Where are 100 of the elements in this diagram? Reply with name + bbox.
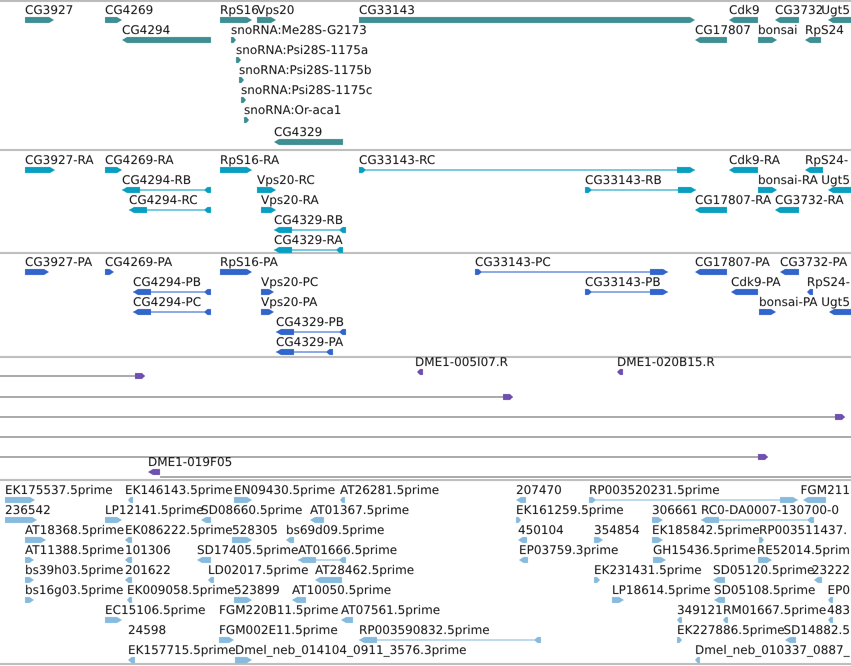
est-label: Dmel_neb_014104_0911_3576.3prime xyxy=(235,644,467,657)
est-label: 450104 xyxy=(518,524,564,537)
est-label: EP03759.3prime xyxy=(519,544,618,557)
est-label: FGM002E11.5prime xyxy=(219,624,338,637)
gene-label: CG3927 xyxy=(25,4,74,17)
transcript-label: CG4269-RA xyxy=(105,154,174,167)
est-label: AT11388.5prime xyxy=(25,544,124,557)
est-label: FGM211 xyxy=(800,484,850,497)
protein-label: CG3732-PA xyxy=(780,256,848,269)
protein-label: CG4269-PA xyxy=(105,256,172,269)
clone-label: DME1-005I07.R xyxy=(415,356,508,369)
est-label: 354854 xyxy=(594,524,640,537)
est-label: 236542 xyxy=(5,504,51,517)
protein-label: CG4329-PB xyxy=(276,316,344,329)
est-label: 523899 xyxy=(234,584,280,597)
protein-label: bonsai-PA xyxy=(759,296,818,309)
est-label: AT18368.5prime xyxy=(25,524,124,537)
protein-label: CG4294-PC xyxy=(133,296,202,309)
est-label: SD08660.5prime xyxy=(201,504,302,517)
protein-label: Vps20-PC xyxy=(261,276,318,289)
transcript-label: CG3732-RA xyxy=(775,194,844,207)
est-label: EK231431.5prime xyxy=(594,564,702,577)
est-label: AT01666.5prime xyxy=(298,544,398,557)
est-label: LP18614.5prime xyxy=(612,584,711,597)
est-label: EC15106.5prime xyxy=(105,604,206,617)
est-label: EK227886.5prime xyxy=(677,624,785,637)
est-label: AT07561.5prime xyxy=(341,604,440,617)
transcript-label: CG3927-RA xyxy=(25,154,94,167)
gene-label: snoRNA:Psi28S-1175a xyxy=(236,44,368,57)
transcript-label: CG4294-RC xyxy=(129,194,198,207)
transcript-label: CG33143-RB xyxy=(585,174,662,187)
protein-label: CG4329-PA xyxy=(276,336,344,349)
est-label: 528305 xyxy=(232,524,278,537)
transcript-label: Vps20-RC xyxy=(257,174,315,187)
gene-label: snoRNA:Psi28S-1175c xyxy=(241,84,373,97)
est-label: SD05108.5prime xyxy=(714,584,816,597)
est-label: AT10050.5prime xyxy=(292,584,392,597)
protein-label: RpS24- xyxy=(806,276,850,289)
est-label: FGM220B11.5prime xyxy=(219,604,338,617)
est-label: EK146143.5prime xyxy=(125,484,233,497)
est-label: AT28462.5prime xyxy=(315,564,414,577)
protein-label: Ugt5 xyxy=(821,296,850,309)
est-label: EK086222.5prime xyxy=(125,524,233,537)
protein-label: CG33143-PC xyxy=(475,256,551,269)
gene-label: snoRNA:Or-aca1 xyxy=(244,104,342,117)
clone-label: DME1-020B15.R xyxy=(617,356,715,369)
est-label: EP0 xyxy=(828,584,850,597)
transcript-label: Vps20-RA xyxy=(261,194,319,207)
gene-label: CG33143 xyxy=(359,4,415,17)
protein-label: CG17807-PA xyxy=(695,256,770,269)
protein-label: Cdk9-PA xyxy=(731,276,781,289)
est-label: bs39h03.5prime xyxy=(25,564,124,577)
transcript-label: CG33143-RC xyxy=(359,154,436,167)
gene-label: CG17807 xyxy=(695,24,751,37)
transcript-label: CG17807-RA xyxy=(695,194,772,207)
gene-label: CG4269 xyxy=(105,4,154,17)
est-label: 349121 xyxy=(677,604,723,617)
est-label: SD17405.5prime xyxy=(197,544,298,557)
est-label: bs16g03.5prime xyxy=(25,584,124,597)
est-label: LP12141.5prime xyxy=(105,504,204,517)
gene-label: CG4294 xyxy=(122,24,170,37)
protein-label: CG3927-PA xyxy=(25,256,92,269)
protein-label: CG33143-PB xyxy=(585,276,661,289)
est-label: 23222 xyxy=(812,564,850,577)
est-label: SD14882.5 xyxy=(784,624,850,637)
est-label: EK157715.5prime xyxy=(128,644,236,657)
est-label: EN09430.5prime xyxy=(234,484,336,497)
est-label: AT01367.5prime xyxy=(310,504,410,517)
est-label: EK161259.5prime xyxy=(516,504,624,517)
est-label: LD02017.5prime xyxy=(208,564,309,577)
protein-label: CG4294-PB xyxy=(133,276,202,289)
gene-label: Cdk9 xyxy=(729,4,760,17)
est-label: RC0-DA0007-130700-0 xyxy=(701,504,839,517)
protein-label: Vps20-PA xyxy=(261,296,318,309)
est-label: AT26281.5prime xyxy=(340,484,440,497)
transcript-label: Ugt5 xyxy=(821,174,850,187)
est-label: EK185842.5prime xyxy=(652,524,760,537)
gene-label: RpS24 xyxy=(805,24,844,37)
est-label: 483 xyxy=(827,604,850,617)
est-label: EK009058.5prime xyxy=(127,584,235,597)
transcript-label: RpS16-RA xyxy=(220,154,280,167)
transcript-label: CG4294-RB xyxy=(122,174,192,187)
transcript-label: CG4329-RB xyxy=(274,214,344,227)
est-label: 207470 xyxy=(516,484,562,497)
est-label: 306661 xyxy=(652,504,698,517)
est-label: 101306 xyxy=(125,544,171,557)
gene-label: RpS16 xyxy=(220,4,259,17)
transcript-label: RpS24- xyxy=(805,154,848,167)
transcript-label: Cdk9-RA xyxy=(729,154,780,167)
gene-label: CG3732 xyxy=(775,4,824,17)
est-label: bs69d09.5prime xyxy=(286,524,384,537)
transcript-label: CG4329-RA xyxy=(274,234,343,247)
clone-label: DME1-019F05 xyxy=(148,456,232,469)
gene-label: Vps20 xyxy=(257,4,294,17)
gene-label: bonsai xyxy=(758,24,798,37)
transcript-label: bonsai-RA xyxy=(758,174,818,187)
est-label: EK175537.5prime xyxy=(5,484,113,497)
est-label: GH15436.5prime xyxy=(653,544,756,557)
est-label: RP003590832.5prime xyxy=(359,624,490,637)
gene-label: snoRNA:Psi28S-1175b xyxy=(239,64,372,77)
